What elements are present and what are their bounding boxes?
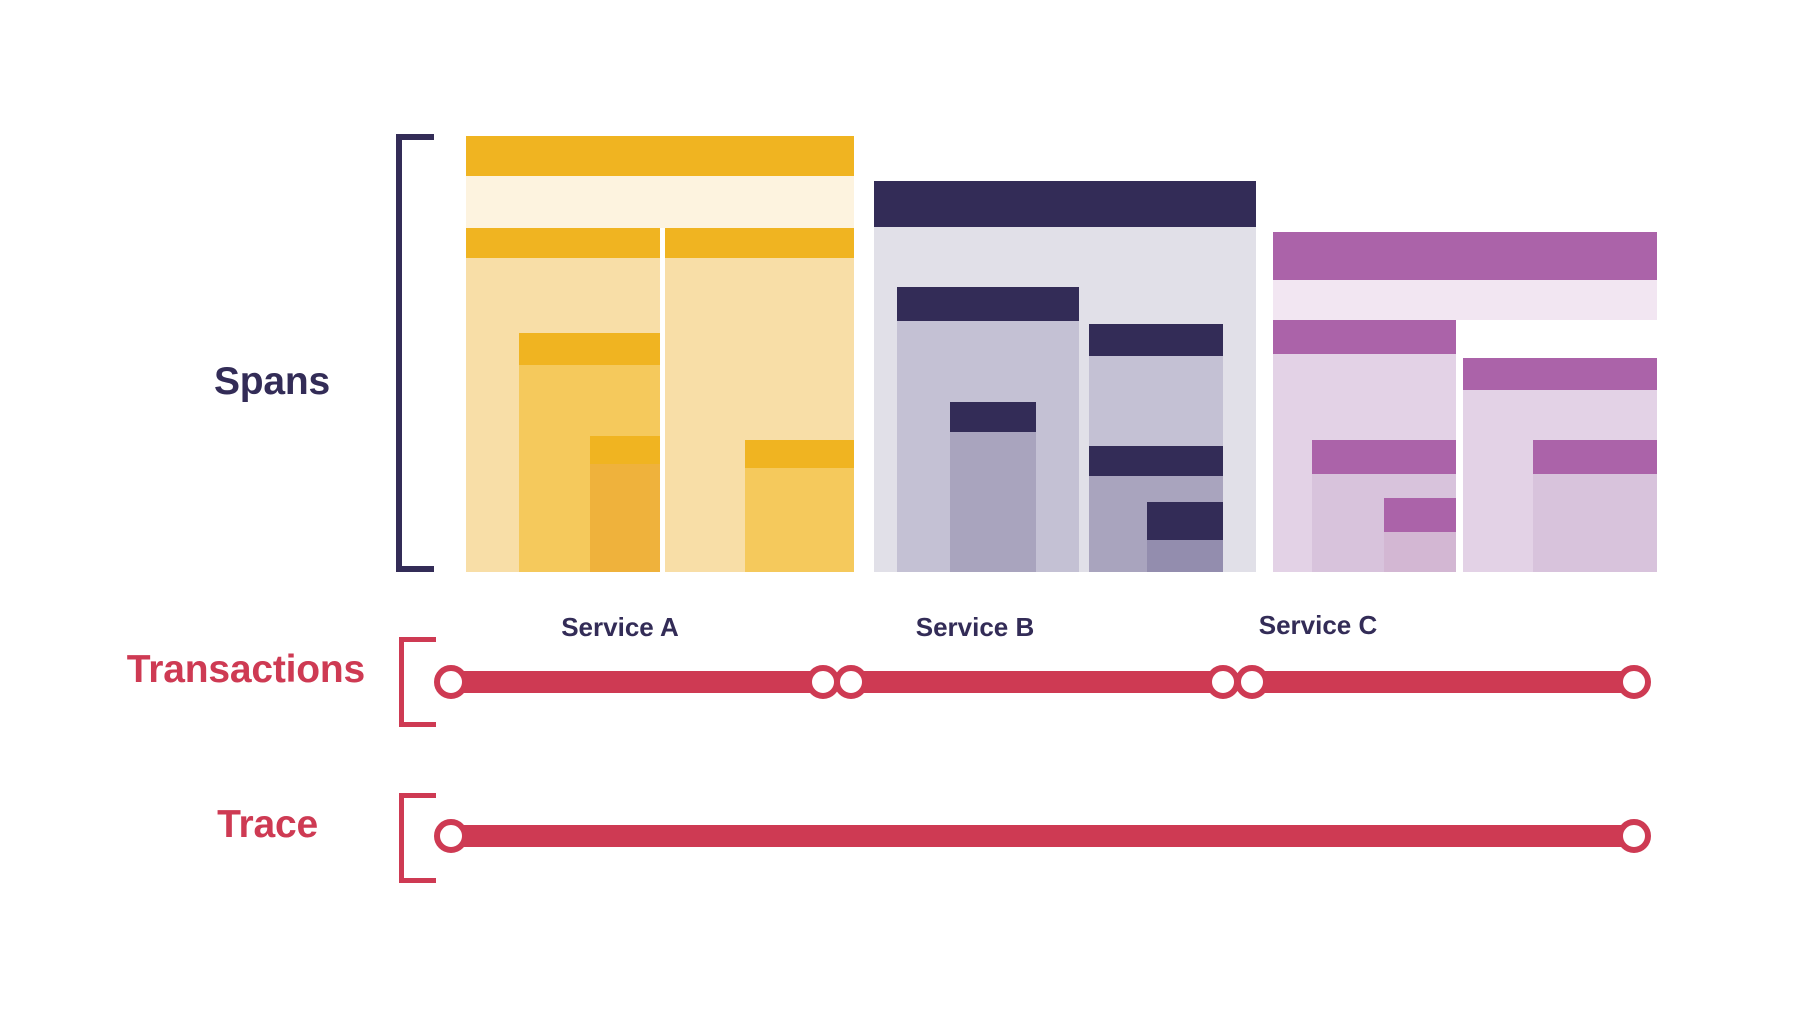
transaction-b-start-node[interactable] — [834, 665, 868, 699]
span-a-1-header[interactable] — [466, 228, 660, 258]
transaction-c-start-node[interactable] — [1235, 665, 1269, 699]
span-b-1-header[interactable] — [897, 287, 1079, 321]
span-c-2-1-body[interactable] — [1533, 474, 1657, 572]
span-a-2-header[interactable] — [665, 228, 854, 258]
span-a-1-1-1-header[interactable] — [590, 436, 660, 464]
span-a-root-header[interactable] — [466, 136, 854, 176]
span-c-1-1-1-header[interactable] — [1384, 498, 1456, 532]
span-b-2-header[interactable] — [1089, 324, 1223, 356]
span-a-2-1-body[interactable] — [745, 468, 854, 572]
span-c-2-1-header[interactable] — [1533, 440, 1657, 474]
span-c-1-1-header[interactable] — [1312, 440, 1456, 474]
span-b-1-1-header[interactable] — [950, 402, 1036, 432]
spans-row-label: Spans — [213, 360, 330, 403]
span-c-1-header[interactable] — [1273, 320, 1456, 354]
transaction-a-bar[interactable] — [451, 671, 823, 693]
span-b-1-1-body[interactable] — [950, 432, 1036, 572]
span-a-2-1-header[interactable] — [745, 440, 854, 468]
service-caption-service-a: Service A — [561, 612, 679, 642]
trace-row-label: Trace — [217, 803, 318, 846]
trace-end-node[interactable] — [1617, 819, 1651, 853]
span-group-service-b — [874, 181, 1256, 572]
span-a-1-1-1-body[interactable] — [590, 464, 660, 572]
transactions-row-label: Transactions — [126, 648, 365, 691]
spans-area — [466, 136, 1657, 572]
transaction-c-end-node[interactable] — [1617, 665, 1651, 699]
trace-bracket-icon — [399, 793, 436, 883]
span-b-2-1-1-header[interactable] — [1147, 502, 1223, 540]
transaction-c-bar[interactable] — [1252, 671, 1634, 693]
span-group-service-a — [466, 136, 854, 572]
service-caption-service-c: Service C — [1258, 610, 1378, 640]
service-caption-service-b: Service B — [915, 612, 1035, 642]
span-c-root-header[interactable] — [1273, 232, 1657, 280]
trace-bar[interactable] — [451, 825, 1634, 847]
spans-bracket-icon — [396, 134, 434, 572]
transaction-b-bar[interactable] — [851, 671, 1223, 693]
span-group-service-c — [1273, 232, 1657, 572]
span-a-root-body[interactable] — [466, 176, 854, 228]
span-b-2-1-header[interactable] — [1089, 446, 1223, 476]
transaction-a-start-node[interactable] — [434, 665, 468, 699]
transactions-bracket-icon — [399, 637, 436, 727]
span-a-1-1-header[interactable] — [519, 333, 660, 365]
span-c-2-header[interactable] — [1463, 358, 1657, 390]
trace-start-node[interactable] — [434, 819, 468, 853]
span-b-2-1-1-body[interactable] — [1147, 540, 1223, 572]
span-b-root-header[interactable] — [874, 181, 1256, 227]
span-c-1-1-1-body[interactable] — [1384, 532, 1456, 572]
span-c-root-body[interactable] — [1273, 280, 1657, 320]
